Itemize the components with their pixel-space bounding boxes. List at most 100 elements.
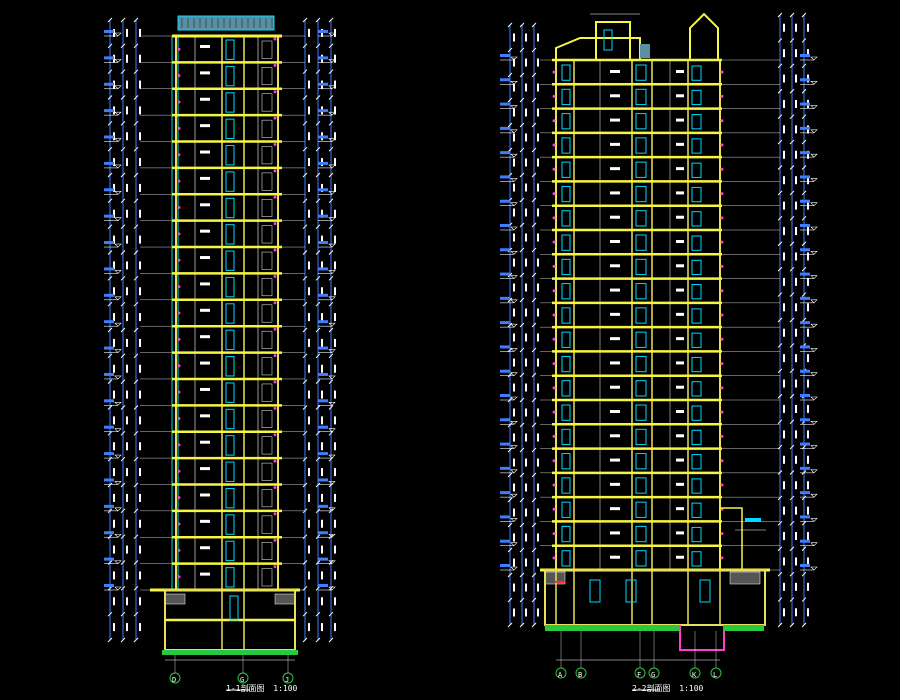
room-text-mark xyxy=(676,70,684,73)
room-text-mark xyxy=(610,167,620,171)
dimension-text-mark xyxy=(113,468,115,477)
dimension-tick xyxy=(107,353,113,359)
dimension-text-mark xyxy=(139,390,141,399)
level-marker xyxy=(328,560,336,565)
dimension-text-mark xyxy=(334,235,336,244)
dimension-text-mark xyxy=(334,209,336,218)
dimension-tick xyxy=(328,43,334,49)
section-marker xyxy=(273,380,277,384)
dimension-text-mark xyxy=(308,209,310,218)
dimension-text-mark xyxy=(783,455,785,464)
door-opening xyxy=(635,234,647,251)
level-marker xyxy=(510,299,518,304)
dimension-text-mark xyxy=(139,158,141,167)
level-text-mark xyxy=(104,293,114,297)
door-opening xyxy=(225,39,235,60)
dimension-text-mark xyxy=(139,287,141,296)
room-text-mark xyxy=(261,199,273,217)
level-marker xyxy=(810,153,818,158)
door-opening xyxy=(635,64,647,81)
dimension-tick xyxy=(120,301,126,307)
room-text-mark xyxy=(261,436,273,455)
dimension-text-mark xyxy=(807,481,809,490)
level-text-mark xyxy=(104,188,114,192)
dimension-text-mark xyxy=(807,303,809,312)
dimension-text-mark xyxy=(321,468,323,477)
dimension-text-mark xyxy=(126,261,128,270)
section-marker xyxy=(177,258,181,262)
level-text-mark xyxy=(318,135,328,139)
dimension-text-mark xyxy=(321,261,323,270)
door-opening xyxy=(225,197,235,219)
dimension-text-mark xyxy=(139,28,141,37)
section-marker xyxy=(177,522,181,526)
dimension-text-mark xyxy=(513,583,515,592)
dimension-text-mark xyxy=(525,308,527,317)
room-text-mark xyxy=(610,312,620,316)
dimension-tick xyxy=(133,456,139,462)
dimension-text-mark xyxy=(513,508,515,517)
elevator-pit xyxy=(679,625,725,651)
dimension-tick xyxy=(519,472,525,478)
dimension-tick xyxy=(107,43,113,49)
level-text-mark xyxy=(104,135,114,139)
level-marker xyxy=(114,243,122,248)
dimension-text-mark xyxy=(334,416,336,425)
dimension-tick xyxy=(120,120,126,126)
door-opening xyxy=(635,283,647,300)
dimension-tick xyxy=(801,165,807,170)
dimension-tick xyxy=(120,327,126,333)
level-marker xyxy=(328,138,336,142)
dimension-tick xyxy=(531,97,537,103)
dimension-text-mark xyxy=(525,58,527,67)
room-text-mark xyxy=(676,215,684,219)
dimension-text-mark xyxy=(537,508,539,517)
section-marker xyxy=(552,94,556,98)
level-marker xyxy=(328,270,336,274)
basement-door xyxy=(589,579,601,603)
section-marker xyxy=(273,406,277,410)
dimension-tick xyxy=(507,472,513,478)
dimension-text-mark xyxy=(795,49,797,58)
window-opening xyxy=(561,88,571,106)
dimension-tick xyxy=(789,317,795,323)
section-marker xyxy=(177,417,181,421)
dimension-tick xyxy=(315,43,321,49)
level-text-mark xyxy=(800,248,810,252)
section-marker xyxy=(720,386,724,390)
dimension-text-mark xyxy=(807,608,809,617)
dimension-text-mark xyxy=(513,608,515,617)
dimension-text-mark xyxy=(139,545,141,554)
dimension-text-mark xyxy=(783,150,785,159)
level-marker xyxy=(810,493,818,498)
door-opening xyxy=(225,171,235,192)
section-marker xyxy=(273,485,277,489)
dimension-tick xyxy=(789,470,795,475)
section-marker xyxy=(273,459,277,463)
dimension-text-mark xyxy=(783,557,785,566)
level-marker xyxy=(510,202,518,207)
dimension-text-mark xyxy=(308,338,310,347)
dimension-text-mark xyxy=(113,390,115,399)
foundation-slab xyxy=(162,650,298,655)
section-marker xyxy=(552,532,556,536)
dimension-tick xyxy=(531,372,537,378)
dimension-text-mark xyxy=(126,158,128,167)
room-text-mark xyxy=(200,176,210,180)
dimension-tick xyxy=(789,597,795,602)
dimension-tick xyxy=(120,482,126,488)
dimension-text-mark xyxy=(139,54,141,63)
dimension-tick xyxy=(519,247,525,253)
section-marker xyxy=(177,232,181,236)
dimension-text-mark xyxy=(308,390,310,399)
level-text-mark xyxy=(500,272,510,276)
section-marker xyxy=(552,167,556,171)
dimension-text-mark xyxy=(126,416,128,425)
dimension-tick xyxy=(789,520,795,526)
level-marker xyxy=(510,542,518,547)
window-opening xyxy=(561,501,571,518)
door-opening xyxy=(635,258,647,276)
level-marker xyxy=(114,322,122,327)
dimension-text-mark xyxy=(126,545,128,554)
room-text-mark xyxy=(676,94,684,98)
